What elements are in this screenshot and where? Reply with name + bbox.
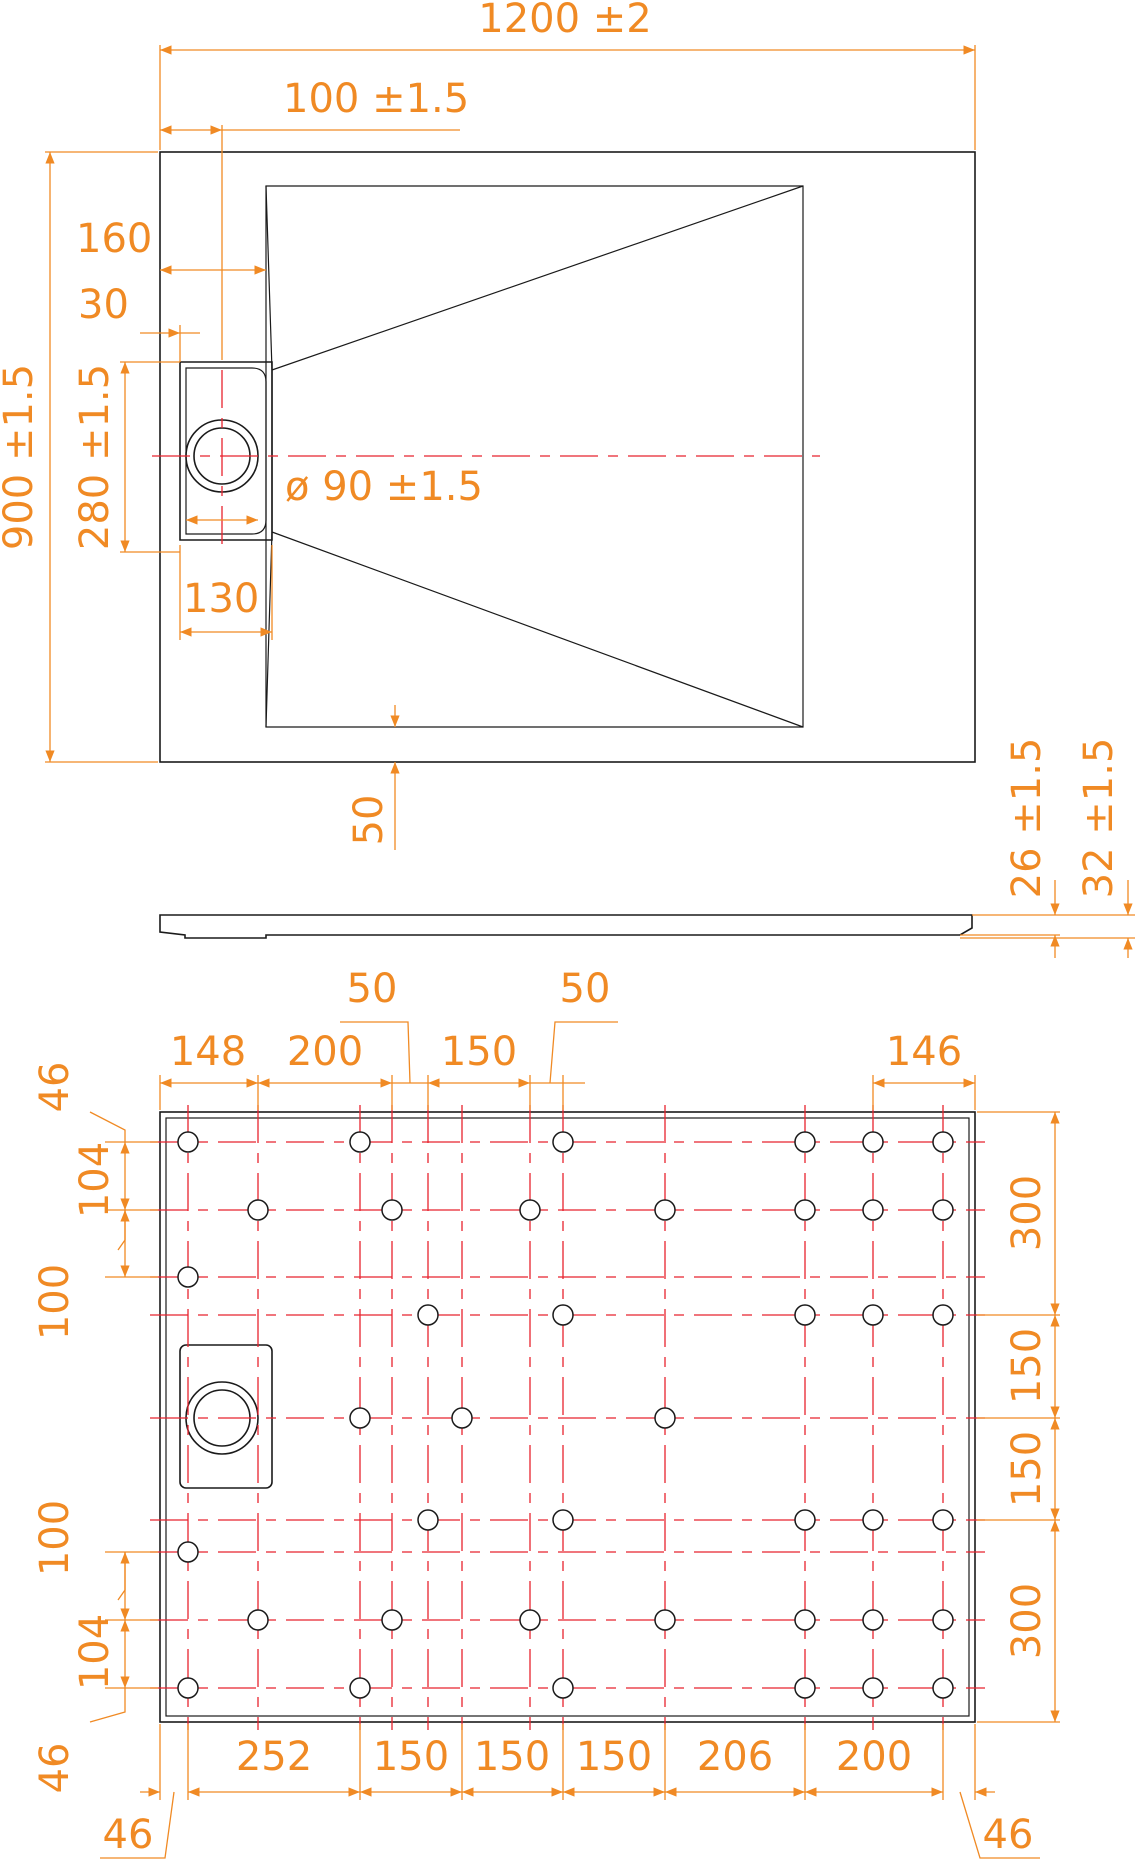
dim-150-right-b: 150 <box>1004 1431 1050 1507</box>
dim-150-b2-text: 150 <box>474 1734 550 1780</box>
dim-252-text: 252 <box>236 1734 312 1780</box>
drain-recess <box>179 1344 273 1489</box>
base-inner-outline <box>165 1117 970 1717</box>
foot-hole-8 <box>381 1199 403 1221</box>
foot-hole-38 <box>552 1677 574 1699</box>
dim-30-text: 30 <box>78 282 129 328</box>
foot-hole-36 <box>177 1677 199 1699</box>
dim-32-text: 32 ±1.5 <box>1076 738 1122 899</box>
dim-46-left-bottom: 46 <box>32 1743 78 1794</box>
dim-146-text: 146 <box>886 1029 962 1075</box>
foot-hole-31 <box>519 1609 541 1631</box>
dim-26-text: 26 ±1.5 <box>1004 738 1050 899</box>
dim-150-b1-text: 150 <box>373 1734 449 1780</box>
dim-46-bottom-left: 46 <box>103 1812 154 1858</box>
dim-90-text: ø 90 ±1.5 <box>285 464 483 510</box>
foot-hole-23 <box>417 1509 439 1531</box>
foot-hole-21 <box>451 1407 473 1429</box>
foot-hole-19 <box>932 1304 954 1326</box>
foot-hole-10 <box>654 1199 676 1221</box>
tray-outline <box>159 151 976 763</box>
foot-hole-25 <box>794 1509 816 1531</box>
foot-hole-30 <box>381 1609 403 1631</box>
foot-hole-39 <box>794 1677 816 1699</box>
dim-100-left-top: 100 <box>32 1264 78 1340</box>
dim-50-text: 50 <box>346 795 392 846</box>
foot-hole-16 <box>552 1304 574 1326</box>
side-profile <box>159 914 973 939</box>
dim-900-text: 900 ±1.5 <box>0 364 42 550</box>
foot-hole-41 <box>932 1677 954 1699</box>
foot-hole-33 <box>794 1609 816 1631</box>
foot-centerlines <box>150 1105 985 1730</box>
foot-hole-32 <box>654 1609 676 1631</box>
foot-hole-5 <box>862 1131 884 1153</box>
foot-hole-17 <box>794 1304 816 1326</box>
dim-104-left-top: 104 <box>72 1142 118 1218</box>
dim-200-text: 200 <box>287 1029 363 1075</box>
foot-hole-27 <box>932 1509 954 1531</box>
foot-hole-22 <box>654 1407 676 1429</box>
foot-hole-9 <box>519 1199 541 1221</box>
foot-hole-3 <box>552 1131 574 1153</box>
foot-hole-35 <box>932 1609 954 1631</box>
foot-hole-28 <box>177 1541 199 1563</box>
foot-hole-18 <box>862 1304 884 1326</box>
foot-hole-14 <box>177 1266 199 1288</box>
dim-150-top-text: 150 <box>441 1029 517 1075</box>
dim-300-right-top: 300 <box>1004 1175 1050 1251</box>
foot-hole-1 <box>177 1131 199 1153</box>
foot-hole-7 <box>247 1199 269 1221</box>
dim-150-b3-text: 150 <box>576 1734 652 1780</box>
foot-hole-40 <box>862 1677 884 1699</box>
top-view: 1200 ±2 100 ±1.5 160 30 900 ±1.5 280 ±1.… <box>0 0 976 850</box>
foot-hole-20 <box>349 1407 371 1429</box>
dim-100-left-bottom: 100 <box>32 1500 78 1576</box>
dim-46-bottom-right: 46 <box>983 1812 1034 1858</box>
dim-50a-text: 50 <box>347 966 398 1012</box>
drain-channel-inner <box>185 367 267 535</box>
dim-150-right-a: 150 <box>1004 1328 1050 1404</box>
dim-200-b-text: 200 <box>836 1734 912 1780</box>
foot-hole-15 <box>417 1304 439 1326</box>
drain-channel <box>179 361 273 541</box>
base-outline <box>159 1111 976 1723</box>
dim-160-text: 160 <box>76 216 152 262</box>
foot-holes <box>177 1131 954 1699</box>
foot-hole-29 <box>247 1609 269 1631</box>
dim-206-text: 206 <box>697 1734 773 1780</box>
foot-hole-11 <box>794 1199 816 1221</box>
foot-hole-12 <box>862 1199 884 1221</box>
dim-104-left-bottom: 104 <box>72 1614 118 1690</box>
foot-hole-34 <box>862 1609 884 1631</box>
foot-hole-37 <box>349 1677 371 1699</box>
dim-1200-text: 1200 ±2 <box>478 0 651 42</box>
dim-130-text: 130 <box>183 576 259 622</box>
dim-280-text: 280 ±1.5 <box>72 364 118 550</box>
foot-hole-6 <box>932 1131 954 1153</box>
dim-148-text: 148 <box>170 1029 246 1075</box>
dim-46-left-top: 46 <box>32 1062 78 1113</box>
foot-hole-4 <box>794 1131 816 1153</box>
bottom-view: 148 200 150 146 50 50 46 104 100 100 104… <box>32 966 1060 1859</box>
dim-100-text: 100 ±1.5 <box>283 76 469 122</box>
foot-hole-13 <box>932 1199 954 1221</box>
side-view: 26 ±1.5 32 ±1.5 <box>159 738 1135 958</box>
dim-300-right-bottom: 300 <box>1004 1583 1050 1659</box>
foot-hole-2 <box>349 1131 371 1153</box>
foot-hole-24 <box>552 1509 574 1531</box>
foot-hole-26 <box>862 1509 884 1531</box>
dim-50b-text: 50 <box>560 966 611 1012</box>
